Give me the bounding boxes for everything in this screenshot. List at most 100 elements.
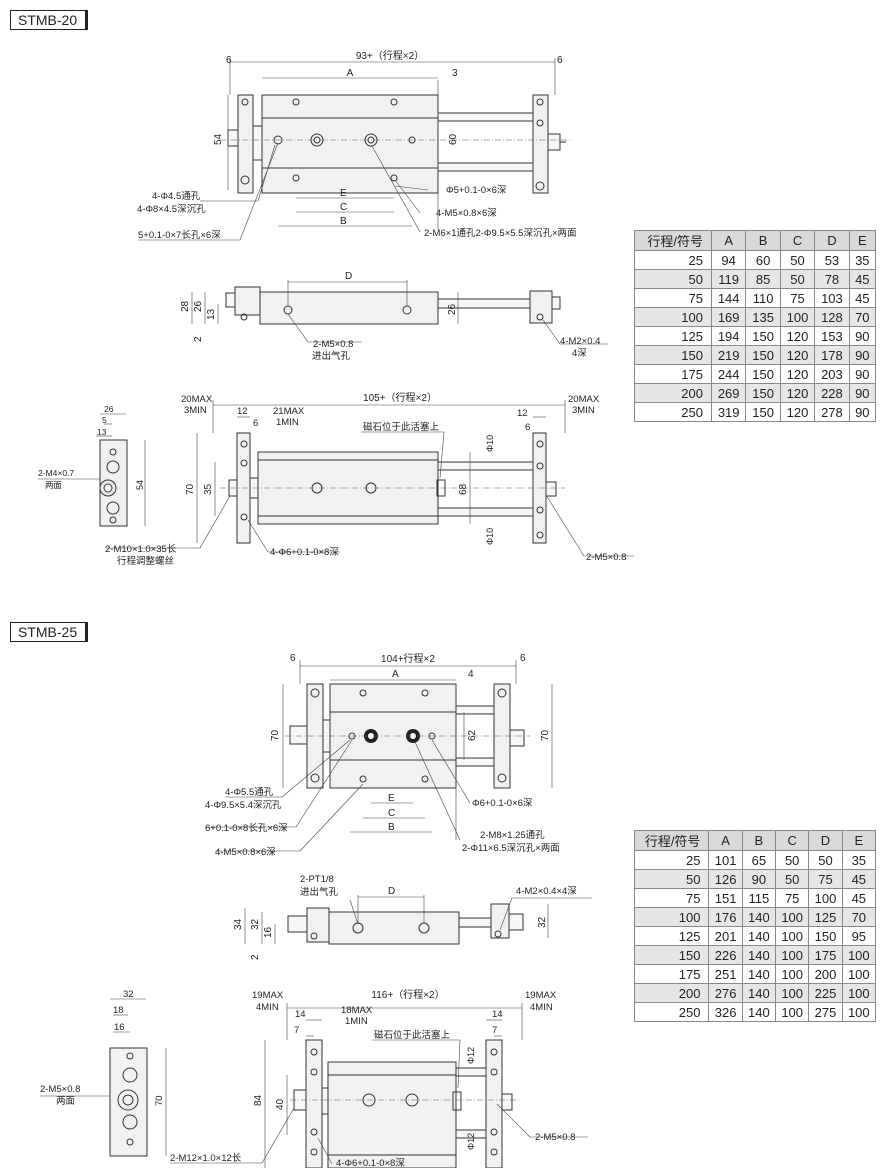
dim-phi12-bottom: Φ12	[466, 1133, 476, 1150]
dim-34: 34	[233, 918, 244, 930]
dim-overall-length: 93+（行程×2）	[356, 49, 424, 62]
dim-6-right: 6	[520, 653, 526, 664]
note-m8-cbore: 2-Φ11×6.5深沉孔×两面	[462, 843, 560, 854]
dim-14-right: 14	[492, 1009, 503, 1020]
dim-2: 2	[193, 336, 204, 342]
dim-4min: 4MIN	[256, 1002, 279, 1013]
dim-3: 3	[452, 68, 458, 79]
top-view-stmb20	[138, 58, 570, 241]
table-cell: 119	[710, 269, 747, 289]
table-cell: 200	[808, 964, 843, 984]
note-adjust-screw-cn: 行程调整螺丝	[117, 555, 174, 567]
table-cell: 94	[710, 250, 747, 270]
table-cell: 70	[848, 307, 877, 327]
note-m5-right: 2-M5×0.8	[586, 552, 626, 563]
side-view-stmb20	[191, 280, 608, 345]
dim-116: 116+（行程×2）	[371, 988, 444, 1001]
dim-18max: 18MAX	[341, 1005, 373, 1016]
table-cell: 100	[775, 945, 810, 965]
table-cell: 194	[710, 326, 747, 346]
table-cell: 250	[634, 402, 712, 422]
note-slot: 5+0.1-0×7长孔×6深	[138, 229, 221, 241]
table-header-row: 行程/符号 A B C D E	[633, 830, 877, 851]
table-cell: 85	[745, 269, 781, 289]
table-cell: 45	[848, 269, 877, 289]
table-cell: 275	[808, 1002, 843, 1022]
table-cell: 276	[708, 983, 743, 1003]
note-counterbore: 4-Φ9.5×5.4深沉孔	[205, 800, 282, 811]
table-cell: 50	[634, 269, 712, 289]
dim-54: 54	[213, 133, 224, 145]
table-cell: 95	[841, 926, 877, 946]
table-cell: 226	[708, 945, 743, 965]
dim-b: B	[388, 822, 395, 833]
dim-a: A	[392, 669, 399, 680]
dim-phi12-top: Φ12	[466, 1047, 476, 1064]
table-cell: 120	[779, 364, 816, 384]
top-view-stmb25	[205, 660, 553, 852]
table-cell: 150	[634, 345, 712, 365]
column-header: C	[775, 830, 810, 851]
table-cell: 50	[775, 869, 810, 889]
model-label-stmb25: STMB-25	[10, 622, 89, 642]
table-cell: 251	[708, 964, 743, 984]
table-cell: 90	[848, 402, 877, 422]
dim-7-right: 7	[492, 1025, 497, 1036]
table-cell: 126	[708, 869, 743, 889]
dim-20max: 20MAX	[181, 394, 213, 405]
note-m5: 4-M5×0.8×6深	[436, 208, 497, 219]
table-cell: 150	[745, 402, 781, 422]
table-cell: 53	[814, 250, 850, 270]
dim-35: 35	[203, 483, 214, 495]
table-cell: 100	[775, 926, 810, 946]
dim-12-right: 12	[517, 408, 528, 419]
column-header: D	[808, 830, 843, 851]
table-cell: 50	[808, 850, 843, 870]
note-m6: 2-M6×1通孔2-Φ9.5×5.5深沉孔×两面	[424, 228, 577, 239]
note-port-cn: 进出气孔	[300, 886, 339, 898]
note-m4-both: 两面	[45, 480, 63, 490]
table-cell: 225	[808, 983, 843, 1003]
dim-2: 2	[250, 954, 261, 960]
table-cell: 178	[814, 345, 850, 365]
table-cell: 100	[779, 307, 816, 327]
table-cell: 125	[808, 907, 843, 927]
table-cell: 60	[745, 250, 781, 270]
drawing-stmb20: 93+（行程×2） A 6 6 3 54 60 E C B 4-Φ4.5通孔 4…	[38, 49, 634, 567]
dim-105: 105+（行程×2）	[363, 391, 437, 404]
note-adjust-screw: 2-M12×1.0×12长	[170, 1152, 242, 1164]
dim-side-32: 32	[123, 989, 134, 1000]
table-cell: 100	[633, 907, 710, 927]
dim-side-16: 16	[114, 1022, 125, 1033]
column-header: E	[841, 830, 877, 851]
table-cell: 228	[814, 383, 850, 403]
bottom-view-stmb25	[170, 1003, 588, 1168]
column-header: A	[710, 230, 747, 251]
table-cell: 100	[775, 907, 810, 927]
dim-overall-length: 104+行程×2	[381, 652, 435, 665]
table-cell: 115	[741, 888, 777, 908]
guide-rod-top	[437, 112, 534, 122]
table-cell: 100	[775, 1002, 810, 1022]
table-cell: 144	[710, 288, 747, 308]
table-cell: 90	[848, 383, 877, 403]
dim-side-26: 26	[104, 404, 114, 414]
table-cell: 45	[841, 869, 877, 889]
table-cell: 140	[741, 983, 777, 1003]
note-pin-hole: Φ5+0.1-0×6深	[446, 185, 507, 196]
dim-phi10-bottom: Φ10	[485, 528, 495, 545]
dim-side-18: 18	[113, 1005, 124, 1016]
table-cell: 219	[710, 345, 747, 365]
table-cell: 101	[708, 850, 743, 870]
right-end-plate	[532, 94, 549, 194]
dim-14-left: 14	[295, 1009, 306, 1020]
table-cell: 35	[841, 850, 877, 870]
dim-19max: 19MAX	[252, 990, 284, 1001]
